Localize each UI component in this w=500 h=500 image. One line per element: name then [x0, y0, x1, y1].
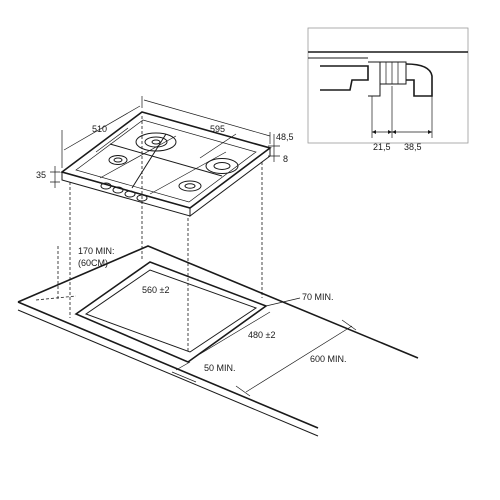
detail-elbow-pipe — [405, 63, 433, 97]
worktop — [17, 245, 419, 437]
hob-side-face — [189, 147, 271, 217]
hob-front-face — [61, 171, 191, 217]
detail-frame — [307, 27, 469, 144]
depth-dimension-line — [63, 105, 141, 151]
burner-rear-right — [205, 158, 239, 174]
detail-thread-lines — [385, 62, 399, 84]
knob-3 — [124, 190, 136, 198]
detail-extension-lines — [371, 86, 433, 138]
cutout-min-below-alt-label: (60CM) — [78, 258, 108, 268]
hob-side-gap-label: 8 — [283, 154, 288, 164]
burner-front-left — [108, 155, 128, 165]
grate-dividers — [109, 133, 223, 189]
detail-dim-a-label: 21,5 — [373, 142, 391, 152]
detail-bracket — [368, 61, 381, 97]
cutout-min-below-label: 170 MIN: — [78, 246, 115, 256]
worktop-front-edge — [17, 301, 319, 429]
cutout-depth-line — [199, 311, 271, 355]
cutout-rear-min-label: 70 MIN. — [302, 292, 334, 302]
burner-front-right — [178, 180, 202, 192]
worktop-min-line — [235, 319, 357, 397]
grate-bars — [95, 127, 237, 195]
hob-width-label: 595 — [210, 124, 225, 134]
cutout-width-label: 560 ±2 — [142, 285, 169, 295]
detail-connector-nut — [379, 61, 407, 85]
hob-depth-label: 510 — [92, 124, 107, 134]
control-knobs — [100, 182, 148, 202]
rear-min-line — [265, 297, 301, 307]
hob-extension-lines — [61, 96, 271, 168]
hob-inner-border — [75, 119, 257, 203]
cutout-front-min-label: 50 MIN. — [204, 363, 236, 373]
knob-1 — [100, 182, 112, 190]
detail-hob-body — [320, 65, 369, 91]
cutout-depth-label: 480 ±2 — [248, 330, 275, 340]
cutout-worktop-min-label: 600 MIN. — [310, 354, 347, 364]
projection-lines — [69, 116, 263, 352]
detail-dim-b-label: 38,5 — [404, 142, 422, 152]
gas-connection-detail: 21,5 38,5 — [307, 27, 469, 152]
width-dimension-line — [143, 99, 271, 137]
worktop-rear-edge — [17, 245, 419, 359]
clearance-dimension-line — [268, 134, 280, 162]
knob-2 — [112, 186, 124, 194]
min-below-leader — [35, 246, 77, 301]
hob-clearance-label: 48,5 — [276, 132, 294, 142]
hob-dimensions: 510 595 48,5 8 35 — [36, 96, 294, 188]
cutout-inner — [84, 269, 258, 353]
cutout-dimensions: 170 MIN: (60CM) 560 ±2 480 ±2 70 MIN. 50… — [35, 246, 357, 397]
height-dimension-line — [50, 166, 60, 188]
front-min-line — [171, 361, 197, 383]
worktop-front-bottom — [17, 309, 319, 437]
hob-height-label: 35 — [36, 170, 46, 180]
